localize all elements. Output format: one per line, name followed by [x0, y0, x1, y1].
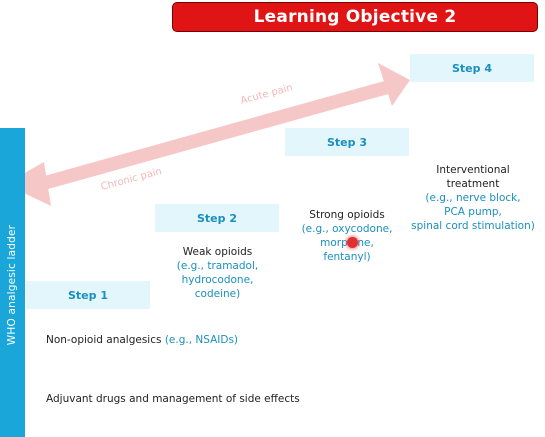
step-2-description: Weak opioids (e.g., tramadol, hydrocodon… [160, 245, 275, 301]
step-3-description: Strong opioids (e.g., oxycodone, morphin… [288, 208, 406, 264]
sidebar-label: WHO analgesic ladder [6, 224, 18, 346]
step-1-label: Step 1 [68, 288, 108, 302]
banner-title: Learning Objective 2 [253, 7, 457, 27]
step-2-example-1: (e.g., tramadol, [176, 260, 259, 272]
step-2: Step 2 [155, 204, 279, 232]
ladder-sidebar [0, 128, 25, 437]
step-1: Step 1 [26, 281, 150, 309]
step-4-example-3: spinal cord stimulation) [411, 220, 535, 232]
step-3-example-3: fentanyl) [323, 251, 371, 263]
step-4-description: Interventional treatment (e.g., nerve bl… [403, 163, 543, 233]
adjuvant-row: Adjuvant drugs and management of side ef… [46, 393, 300, 405]
step-4-main-2: treatment [446, 178, 500, 190]
step-3-example-2: morphine, [288, 236, 406, 250]
step-2-example-3: codeine) [194, 288, 241, 300]
step-2-main: Weak opioids [182, 246, 253, 258]
step-4-main-1: Interventional [436, 164, 510, 176]
step-4: Step 4 [410, 54, 534, 82]
step-4-label: Step 4 [452, 61, 492, 75]
title-banner: Learning Objective 2 [172, 2, 538, 32]
laser-pointer-dot [347, 237, 358, 248]
non-opioid-example: (e.g., NSAIDs) [164, 334, 239, 346]
step-2-label: Step 2 [197, 211, 237, 225]
step-3-example-1: (e.g., oxycodone, [301, 223, 393, 235]
step-3: Step 3 [285, 128, 409, 156]
non-opioid-label: Non-opioid analgesics [46, 334, 165, 346]
arrow-shaft [37, 80, 392, 191]
arrow-head-left [5, 162, 51, 206]
step-4-example-1: (e.g., nerve block, [425, 192, 521, 204]
step-3-label: Step 3 [327, 135, 367, 149]
step-2-example-2: hydrocodone, [181, 274, 254, 286]
step-4-example-2: PCA pump, [444, 206, 502, 218]
step-3-main: Strong opioids [309, 209, 385, 221]
arrow-head-right [378, 63, 410, 106]
non-opioid-row: Non-opioid analgesics (e.g., NSAIDs) [46, 334, 238, 346]
